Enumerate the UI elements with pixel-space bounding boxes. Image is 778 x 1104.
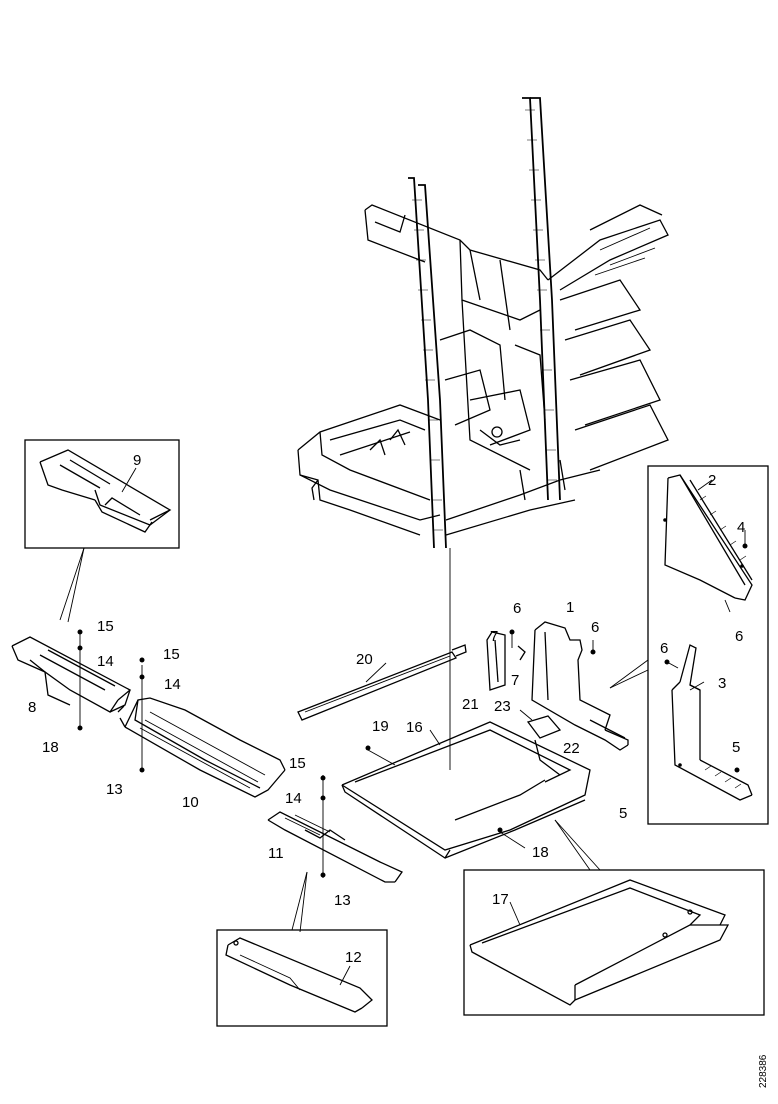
inset-detail-12: [216, 929, 388, 1027]
label-part-18-a: 18: [42, 739, 59, 756]
label-part-23: 23: [494, 698, 511, 715]
part-number-labels: 1 2 3 4 5 5 6 6 6 6 7 7 8 9 10 11 12 13 …: [28, 452, 745, 966]
label-part-17: 17: [492, 891, 509, 908]
label-part-7-a: 7: [490, 628, 498, 645]
label-part-1: 1: [566, 599, 574, 616]
label-part-14-b: 14: [164, 676, 181, 693]
inset-detail-17: [463, 869, 765, 1016]
label-part-15-c: 15: [289, 755, 306, 772]
label-part-21: 21: [462, 696, 479, 713]
label-part-8: 8: [28, 699, 36, 716]
label-part-15-a: 15: [97, 618, 114, 635]
part-20-rod: [297, 644, 467, 721]
label-part-13-b: 13: [334, 892, 351, 909]
label-part-6-c: 6: [735, 628, 743, 645]
label-part-2: 2: [708, 472, 716, 489]
label-part-11: 11: [268, 845, 284, 862]
label-part-6-a: 6: [513, 600, 521, 617]
part-16-tray: [341, 721, 601, 871]
part-8-bracket: [11, 629, 132, 731]
label-part-3: 3: [718, 675, 726, 692]
label-part-14-a: 14: [97, 653, 114, 670]
mast-frame-assembly: [297, 97, 669, 770]
small-brackets-21-7: [486, 629, 526, 691]
label-part-5: 5: [619, 805, 627, 822]
label-part-10: 10: [182, 794, 199, 811]
label-part-12: 12: [345, 949, 362, 966]
part-1-panel: [519, 621, 649, 751]
label-part-6-b: 6: [591, 619, 599, 636]
label-part-18-b: 18: [532, 844, 549, 861]
inset-detail-right: [647, 465, 769, 825]
label-part-14-c: 14: [285, 790, 302, 807]
part-10-step-plate: [117, 657, 286, 798]
document-id: 228386: [758, 1054, 769, 1088]
label-part-6-d: 6: [660, 640, 668, 657]
label-part-7-b: 7: [511, 672, 519, 689]
label-part-22: 22: [563, 740, 580, 757]
label-part-19: 19: [372, 718, 389, 735]
label-part-13-a: 13: [106, 781, 123, 798]
label-part-15-b: 15: [163, 646, 180, 663]
label-part-5-inset: 5: [732, 739, 740, 756]
label-part-4: 4: [737, 519, 745, 536]
label-part-16: 16: [406, 719, 423, 736]
label-part-9: 9: [133, 452, 141, 469]
part-11-step: [267, 775, 403, 933]
inset-detail-9: [24, 439, 180, 623]
label-part-20: 20: [356, 651, 373, 668]
